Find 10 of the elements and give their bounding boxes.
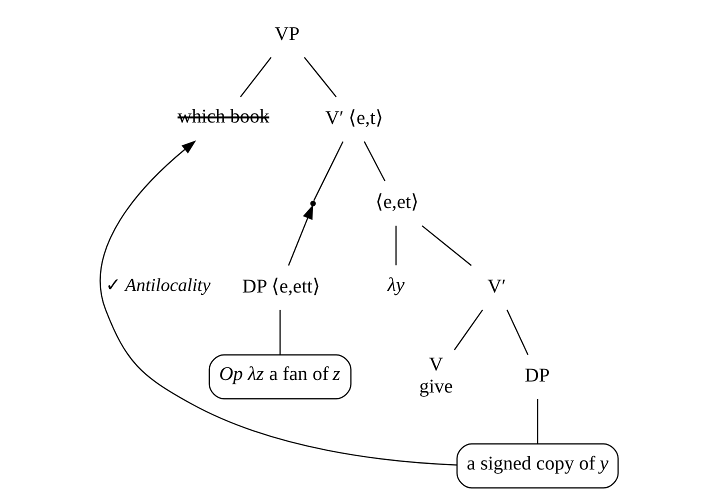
node-text: V′ ⟨e,t⟩: [324, 108, 383, 129]
node-text: ⟨e,et⟩: [374, 192, 418, 214]
node-text: V′: [487, 276, 506, 298]
node-text: λy: [386, 275, 404, 296]
node-text: DP: [524, 365, 550, 386]
node-text: V give: [418, 354, 452, 398]
node-text: DP ⟨e,ett⟩: [242, 276, 320, 298]
node-text: VP: [274, 24, 300, 45]
edge-label: ✓ Antilocality: [105, 274, 210, 295]
node-text: which book: [177, 106, 269, 128]
